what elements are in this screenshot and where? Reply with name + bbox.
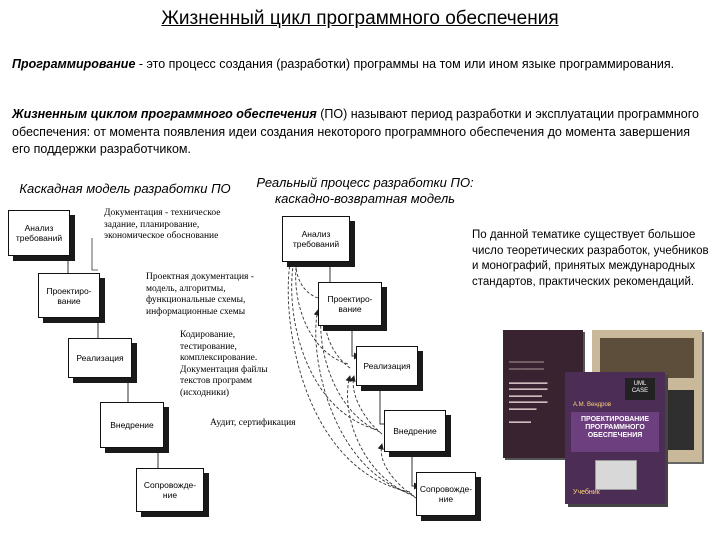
side-text: По данной тематике существует большое чи…	[472, 229, 709, 288]
real-stage-implementation: Реализация	[356, 346, 418, 386]
real-return-arc-8	[313, 309, 413, 495]
term-lifecycle: Жизненным циклом программного обеспечени…	[12, 107, 317, 121]
real-stage-maintenance: Сопровожде-ние	[416, 472, 476, 516]
computer-illustration	[595, 460, 637, 490]
waterfall-note-1: Документация - техническое задание, план…	[104, 208, 221, 241]
book3-footer: Учебник	[573, 489, 600, 496]
waterfall-note-4: Аудит, сертификация	[210, 418, 296, 428]
term-programming: Программирование	[12, 57, 136, 71]
waterfall-note-2: Проектная документация - модель, алгорит…	[146, 272, 254, 317]
waterfall-stage-implementation: Реализация	[68, 338, 132, 378]
real-process-caption: Реальный процесс разработки ПО: каскадно…	[256, 175, 474, 206]
book-cover-3: UML CASE А.М. Вендров ПРОЕКТИРОВАНИЕ ПРО…	[565, 372, 665, 504]
definition-programming: Программирование - это процесс создания …	[12, 56, 702, 74]
book3-title: ПРОЕКТИРОВАНИЕ ПРОГРАММНОГО ОБЕСПЕЧЕНИЯ	[580, 416, 649, 439]
waterfall-note-3: Кодирование, тестирование, комплексирова…	[180, 330, 268, 398]
definition-programming-text: - это процесс создания (разработки) прог…	[135, 57, 675, 71]
waterfall-stage-design: Проектиро-вание	[38, 273, 100, 318]
real-return-arc-7	[287, 251, 411, 493]
slide-title: Жизненный цикл программного обеспечения	[161, 8, 559, 29]
real-return-arc-6	[349, 375, 383, 435]
waterfall-stage-analysis: Анализ требований	[8, 210, 70, 256]
real-return-arc-9	[345, 375, 415, 497]
real-return-arc-4	[291, 251, 379, 431]
real-stage-design: Проектиро-вание	[318, 282, 382, 326]
waterfall-caption: Каскадная модель разработки ПО	[19, 181, 231, 196]
waterfall-stage-deployment: Внедрение	[100, 402, 164, 448]
note-pointer-1	[91, 238, 98, 271]
real-stage-analysis: Анализ требований	[282, 216, 350, 262]
book3-author: А.М. Вендров	[573, 402, 612, 408]
definition-lifecycle-text: (ПО) называют период разработки и эксплу…	[12, 107, 699, 156]
waterfall-stage-maintenance: Сопровожде-ние	[136, 468, 204, 512]
real-return-arc-10	[377, 443, 417, 499]
real-return-arc-2	[295, 249, 349, 365]
book3-badge: UML CASE	[625, 378, 655, 400]
definition-lifecycle: Жизненным циклом программного обеспечени…	[12, 106, 702, 159]
real-stage-deployment: Внедрение	[384, 410, 446, 452]
